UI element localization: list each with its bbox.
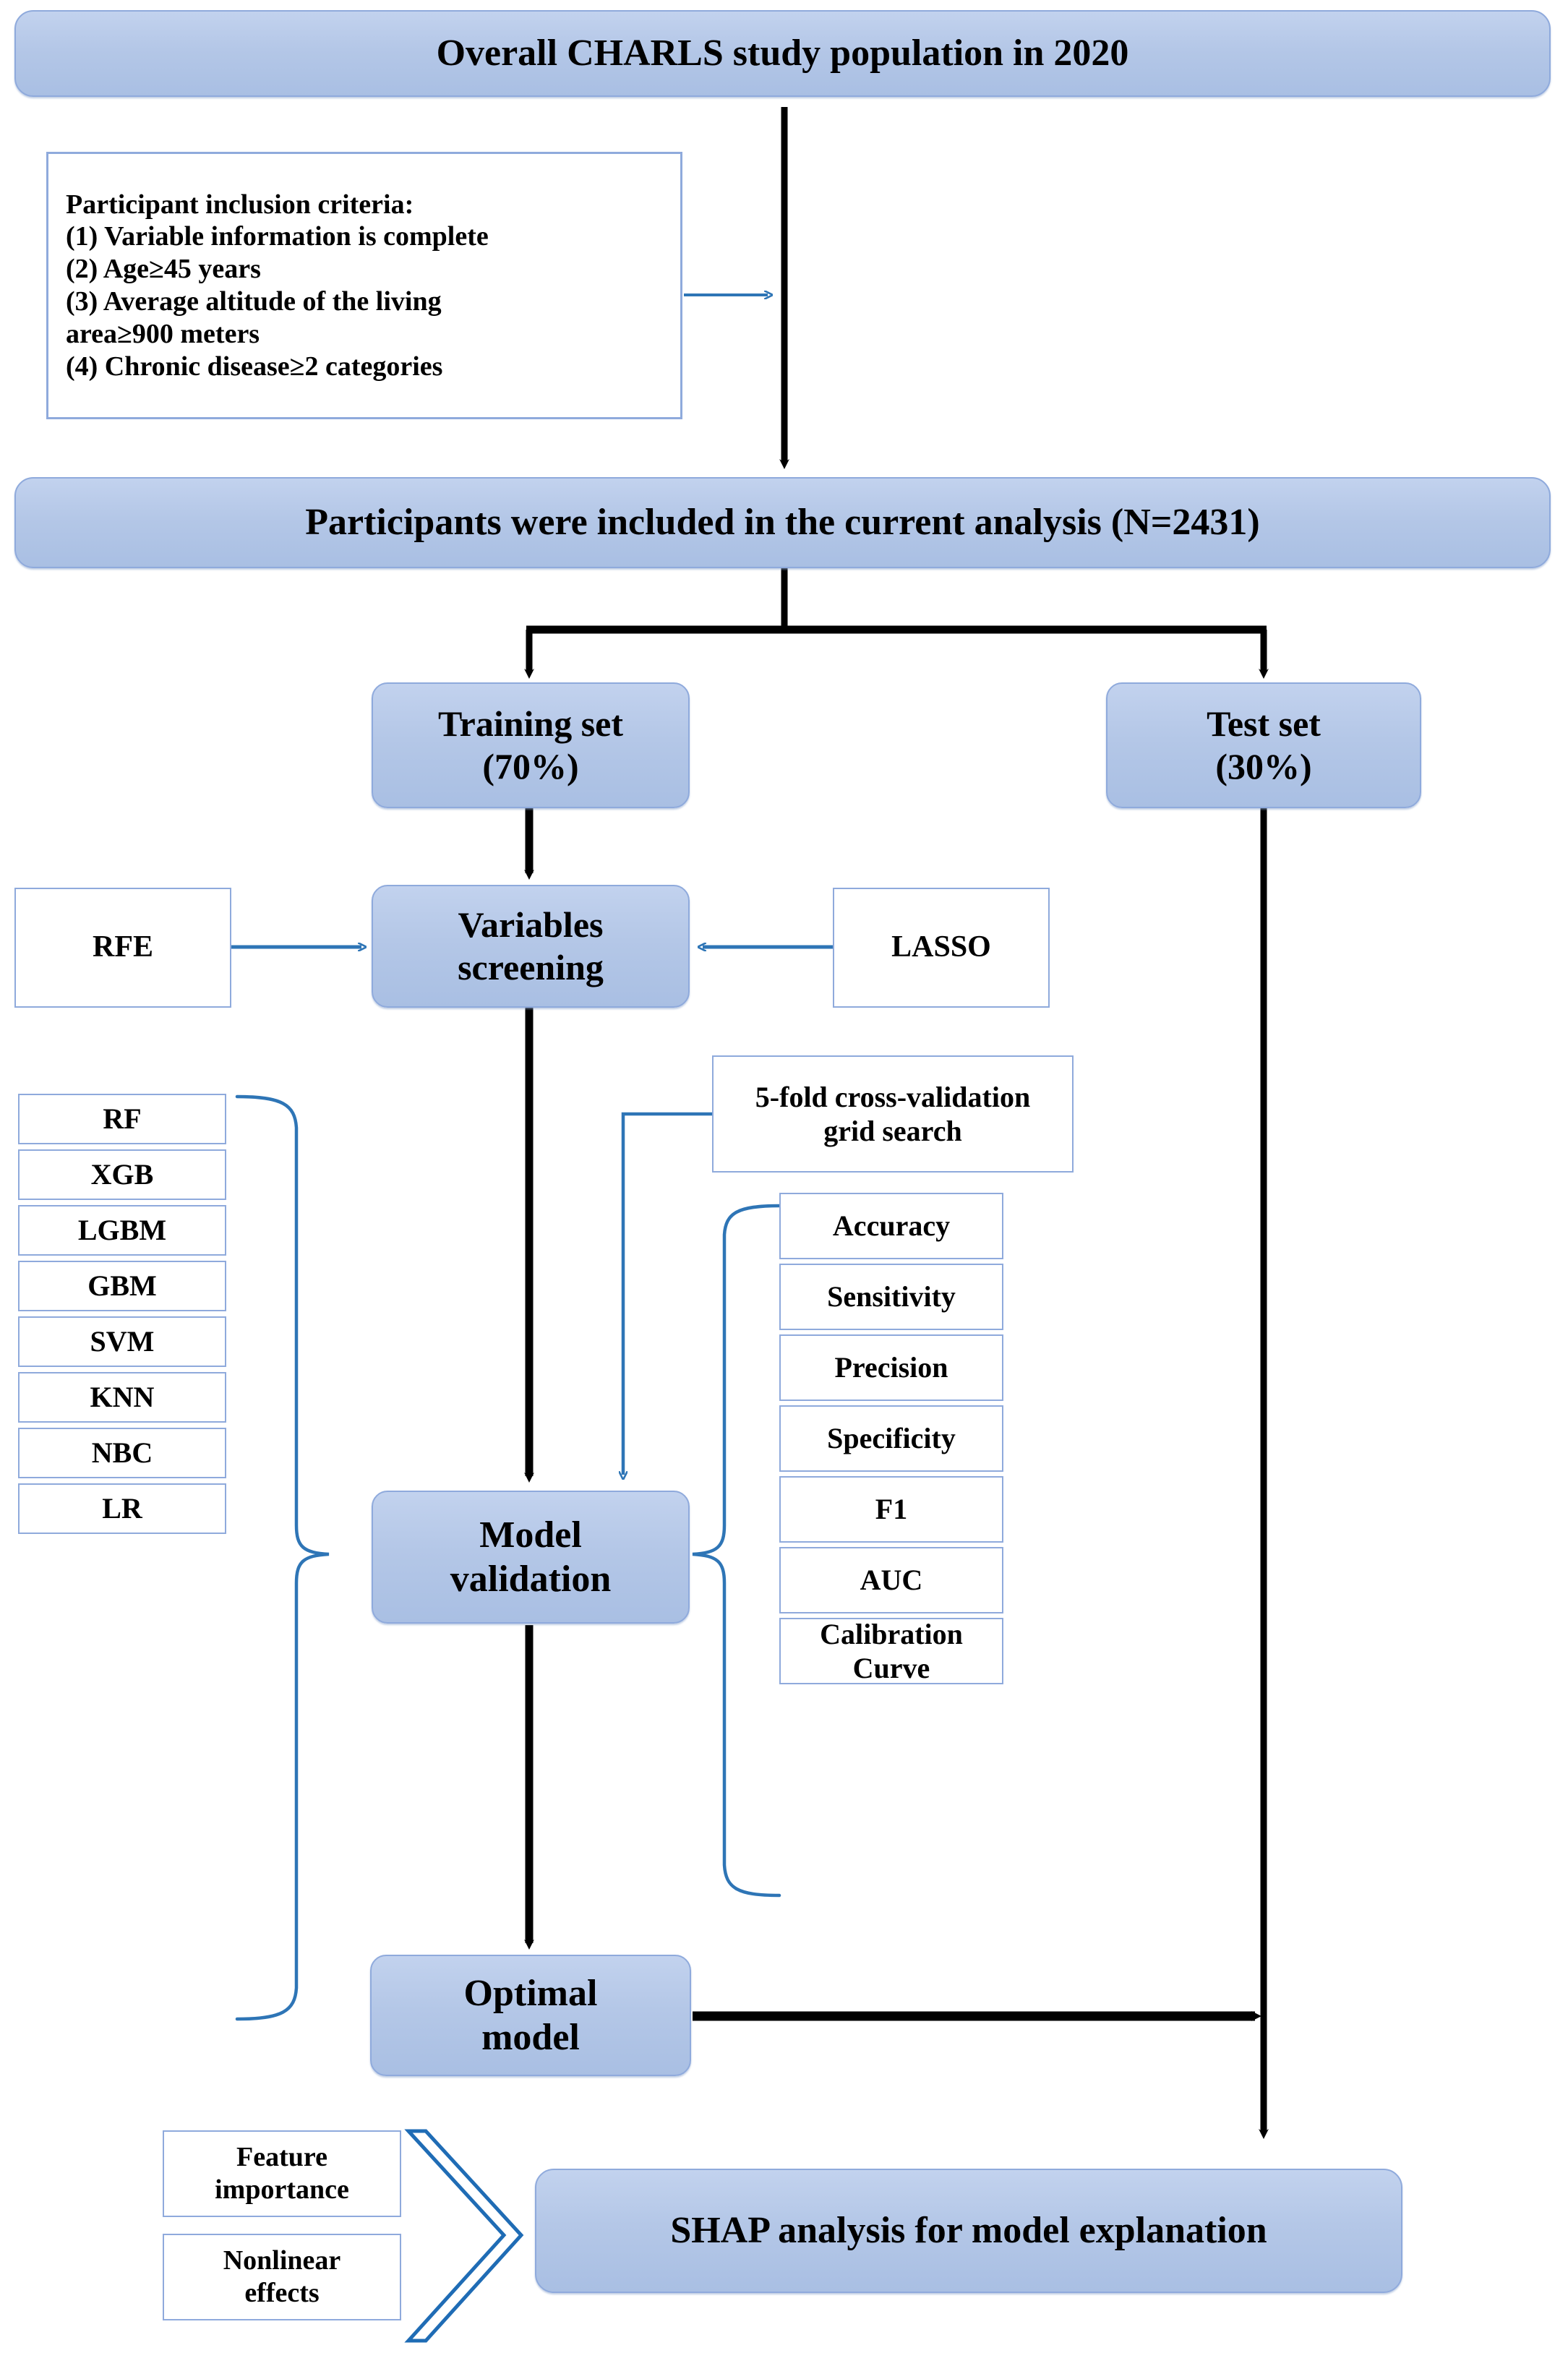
metric-box-label: Sensitivity: [827, 1280, 956, 1313]
metric-box: Sensitivity: [779, 1264, 1003, 1330]
model-box-label: LR: [102, 1492, 142, 1525]
node-optimal-model-label: Optimal model: [463, 1972, 598, 2058]
model-box: XGB: [18, 1149, 226, 1200]
metric-box: Specificity: [779, 1405, 1003, 1472]
chevron-to-shap: [404, 2129, 524, 2343]
shap-input-box: Feature importance: [163, 2130, 401, 2217]
node-inclusion-criteria: Participant inclusion criteria: (1) Vari…: [46, 152, 682, 419]
shap-input-box: Nonlinear effects: [163, 2234, 401, 2320]
model-box-label: NBC: [91, 1436, 153, 1470]
metric-box-label: Accuracy: [832, 1209, 951, 1243]
model-box-label: RF: [103, 1102, 142, 1136]
model-box: RF: [18, 1094, 226, 1144]
model-box-label: GBM: [87, 1269, 157, 1303]
node-model-validation: Model validation: [372, 1491, 690, 1624]
model-box-label: XGB: [90, 1158, 154, 1191]
metric-box-label: Specificity: [827, 1422, 956, 1455]
node-optimal-model: Optimal model: [370, 1955, 691, 2076]
model-box-label: SVM: [90, 1325, 155, 1358]
model-box-label: LGBM: [77, 1214, 167, 1247]
model-box: SVM: [18, 1316, 226, 1367]
node-inclusion-criteria-label: Participant inclusion criteria: (1) Vari…: [66, 189, 489, 382]
node-model-validation-label: Model validation: [450, 1514, 612, 1600]
brace-models-to-validation: [235, 1094, 330, 2021]
brace-validation-to-metrics: [692, 1204, 781, 1898]
metric-box: Calibration Curve: [779, 1618, 1003, 1684]
node-shap-analysis: SHAP analysis for model explanation: [535, 2169, 1402, 2293]
node-included-participants-label: Participants were included in the curren…: [305, 502, 1260, 544]
metric-box-label: AUC: [860, 1564, 923, 1597]
node-population: Overall CHARLS study population in 2020: [14, 10, 1551, 97]
node-lasso-label: LASSO: [891, 930, 991, 964]
model-box: NBC: [18, 1428, 226, 1478]
model-box: LGBM: [18, 1205, 226, 1256]
node-test-set-label: Test set (30%): [1207, 703, 1321, 786]
edge-cv-to-validation: [623, 1112, 712, 1475]
node-population-label: Overall CHARLS study population in 2020: [436, 33, 1129, 74]
metric-box-label: Precision: [834, 1351, 948, 1384]
node-rfe: RFE: [14, 888, 231, 1008]
metric-box: F1: [779, 1476, 1003, 1543]
shap-input-box-label: Feature importance: [215, 2142, 349, 2205]
node-training-set: Training set (70%): [372, 682, 690, 808]
metric-box-label: F1: [875, 1493, 908, 1526]
node-rfe-label: RFE: [93, 930, 153, 964]
shap-input-box-label: Nonlinear effects: [223, 2245, 341, 2308]
metric-box: Accuracy: [779, 1193, 1003, 1259]
model-box: KNN: [18, 1372, 226, 1423]
node-cross-validation-label: 5-fold cross-validation grid search: [755, 1080, 1031, 1147]
node-lasso: LASSO: [833, 888, 1050, 1008]
node-training-set-label: Training set (70%): [437, 703, 624, 786]
node-test-set: Test set (30%): [1106, 682, 1421, 808]
node-variables-screening: Variables screening: [372, 885, 690, 1008]
metric-box: Precision: [779, 1334, 1003, 1401]
node-variables-screening-label: Variables screening: [458, 904, 604, 987]
model-box: LR: [18, 1483, 226, 1534]
node-cross-validation: 5-fold cross-validation grid search: [712, 1055, 1074, 1173]
node-included-participants: Participants were included in the curren…: [14, 477, 1551, 568]
model-box-label: KNN: [90, 1381, 155, 1414]
node-shap-analysis-label: SHAP analysis for model explanation: [670, 2210, 1267, 2252]
metric-box: AUC: [779, 1547, 1003, 1613]
model-box: GBM: [18, 1261, 226, 1311]
metric-box-label: Calibration Curve: [820, 1617, 963, 1684]
